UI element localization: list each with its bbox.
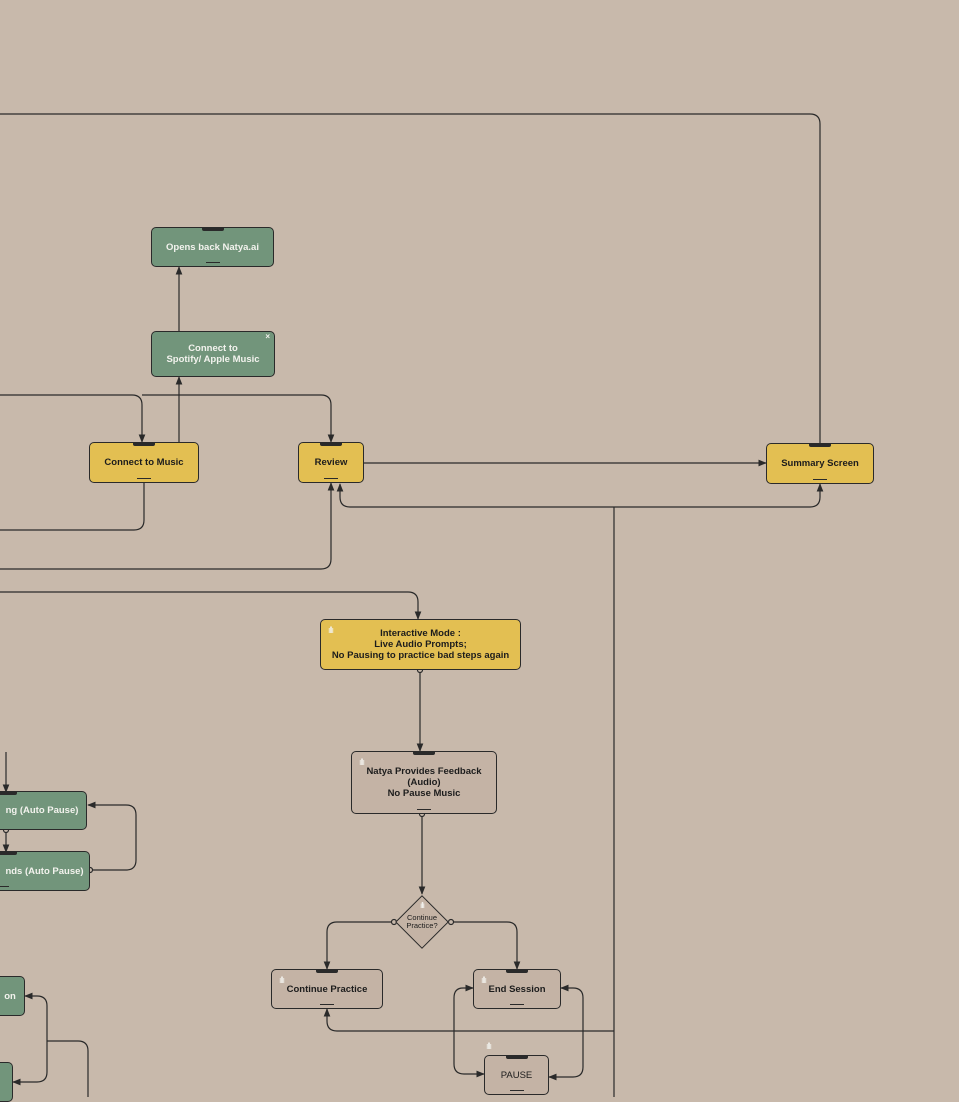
connector-top-loop — [0, 113, 821, 443]
connector-summary-review-loop — [336, 483, 824, 508]
connector-to-interactive — [0, 591, 422, 620]
node-notch — [316, 969, 338, 973]
connector-bottom-left-right — [47, 1040, 89, 1097]
node-notch — [0, 851, 17, 855]
connector-to-connect-music — [0, 394, 146, 443]
node-review[interactable]: Review — [298, 442, 364, 483]
node-review-label: Review — [314, 457, 348, 468]
audio-wave-icon: ıllı — [481, 975, 487, 985]
connector-continue-loop — [323, 1008, 614, 1032]
node-underline — [510, 1004, 524, 1005]
node-continue-practice[interactable]: ıllı Continue Practice — [271, 969, 383, 1009]
decision-label: Continue Practice? — [406, 913, 438, 930]
node-notch — [809, 443, 831, 447]
node-notch — [413, 751, 435, 755]
node-feedback-label: Natya Provides Feedback (Audio) No Pause… — [366, 766, 482, 799]
node-notch — [505, 1055, 528, 1059]
node-feedback[interactable]: ıllı Natya Provides Feedback (Audio) No … — [351, 751, 497, 814]
node-underline — [0, 886, 9, 887]
node-auto-pause-1-label: ng (Auto Pause) — [5, 805, 79, 816]
connector-autopause-loop — [87, 801, 137, 871]
node-notch — [320, 442, 342, 446]
node-summary-label: Summary Screen — [781, 458, 859, 469]
node-notch — [133, 442, 155, 446]
node-auto-pause-1[interactable]: ng (Auto Pause) — [0, 791, 87, 830]
node-pause-label: PAUSE — [500, 1069, 533, 1081]
node-underline — [320, 1004, 334, 1005]
node-opens-back[interactable]: Opens back Natya.ai — [151, 227, 274, 267]
node-connect-music[interactable]: Connect to Music — [89, 442, 199, 483]
node-partial-on[interactable]: on — [0, 976, 25, 1016]
connector-decision-to-end — [451, 921, 521, 970]
node-connect-spotify-label: Connect to Spotify/ Apple Music — [166, 343, 260, 365]
node-underline — [137, 478, 151, 479]
connector-music-loop — [0, 483, 145, 531]
node-partial-on-label: on — [4, 990, 16, 1002]
node-underline — [324, 478, 338, 479]
node-end-session-label: End Session — [488, 983, 546, 995]
close-icon[interactable]: × — [265, 332, 270, 341]
audio-wave-icon: ıllı — [486, 1041, 492, 1051]
node-underline — [205, 262, 220, 263]
connector-pause-loop-right — [548, 984, 584, 1081]
node-notch — [0, 791, 17, 795]
node-connect-spotify[interactable]: × Connect to Spotify/ Apple Music — [151, 331, 275, 377]
node-opens-back-label: Opens back Natya.ai — [166, 241, 259, 253]
decision-continue-practice[interactable]: ıllı Continue Practice? — [395, 895, 449, 949]
node-underline — [813, 479, 827, 480]
audio-wave-icon: ıllı — [359, 757, 365, 767]
audio-wave-icon: ıllı — [420, 901, 425, 910]
node-continue-practice-label: Continue Practice — [286, 983, 368, 995]
audio-wave-icon: ıllı — [328, 625, 334, 635]
node-notch — [506, 969, 528, 973]
connector-dot — [447, 918, 455, 926]
connector-review-loop — [0, 482, 335, 570]
node-notch — [201, 227, 224, 231]
node-summary-screen[interactable]: Summary Screen — [766, 443, 874, 484]
node-underline — [509, 1090, 524, 1091]
connector-decision-to-continue — [323, 921, 394, 970]
connector-bottom-left-loop — [12, 992, 48, 1086]
node-auto-pause-2-label: nds (Auto Pause) — [5, 865, 84, 877]
node-underline — [417, 809, 431, 810]
node-partial-bottom[interactable] — [0, 1062, 13, 1102]
node-connect-music-label: Connect to Music — [104, 457, 184, 468]
node-auto-pause-2[interactable]: nds (Auto Pause) — [0, 851, 90, 891]
node-interactive-label: Interactive Mode : Live Audio Prompts; N… — [331, 628, 510, 661]
audio-wave-icon: ıllı — [279, 975, 285, 985]
node-interactive-mode[interactable]: ıllı Interactive Mode : Live Audio Promp… — [320, 619, 521, 670]
node-pause[interactable]: PAUSE — [484, 1055, 549, 1095]
connector-to-review — [142, 394, 335, 443]
node-end-session[interactable]: ıllı End Session — [473, 969, 561, 1009]
